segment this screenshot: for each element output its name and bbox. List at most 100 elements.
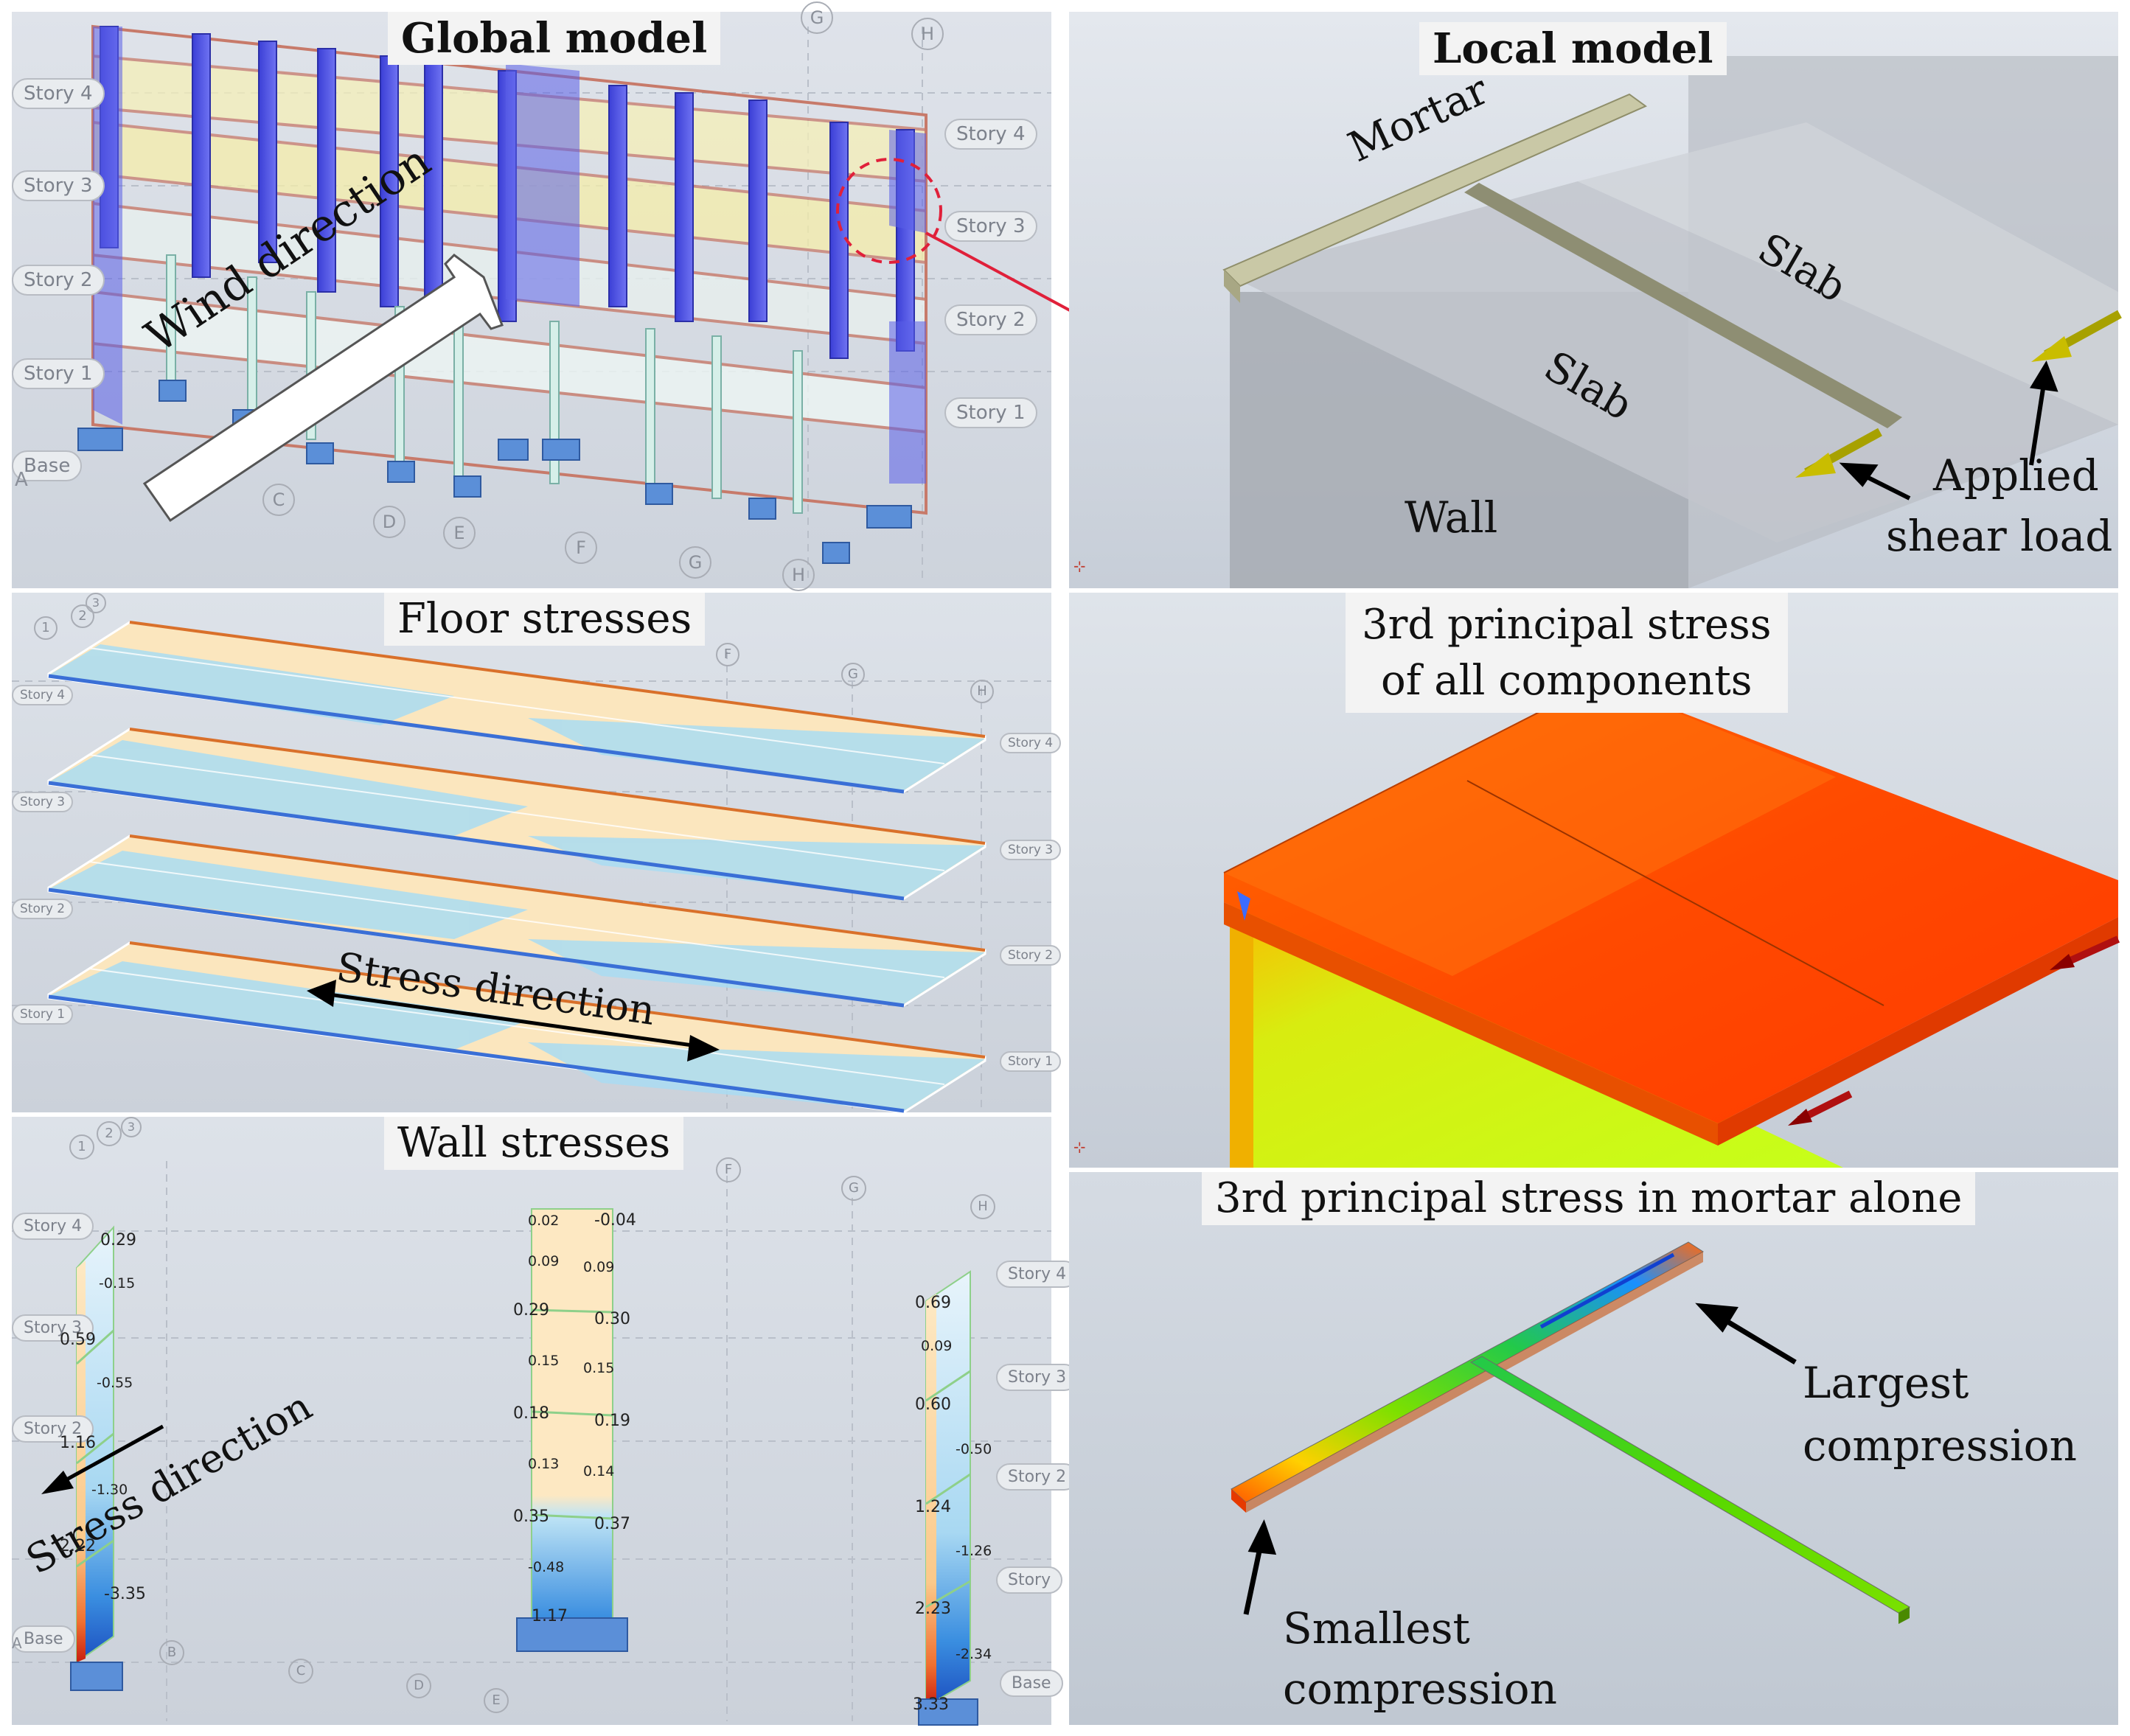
wall-grid-3: 3 [121, 1117, 142, 1137]
wall-right-value-7: 2.23 [915, 1600, 951, 1618]
local-model-panel: Local model Mortar Slab Slab Wall Applie… [1069, 12, 2122, 588]
principal-stress-all-title-line1: 3rd principal stress [1362, 601, 1772, 649]
floor-grid-f: F [716, 643, 739, 666]
floor-stresses-title: Floor stresses [384, 593, 706, 646]
wall-right-value-3: 0.60 [915, 1395, 951, 1414]
wall-right-value-8: -2.34 [956, 1646, 992, 1662]
floor-story-1-tag-right: Story 1 [1000, 1051, 1062, 1072]
wall-grid-1: 1 [69, 1134, 94, 1160]
wall-story-4-tag-right: Story 4 [996, 1261, 1079, 1288]
wall-left-value-7: 2.22 [60, 1537, 96, 1555]
smallest-label-line1: Smallest [1283, 1603, 1470, 1653]
wall-mid-value-1: 0.02 [528, 1213, 560, 1229]
wall-grid-f: F [716, 1157, 741, 1182]
wall-mid-value-11: 0.13 [528, 1456, 560, 1472]
floor-story-4-tag: Story 4 [12, 685, 74, 705]
wall-story-3-tag-right: Story 3 [996, 1364, 1079, 1391]
grid-c-bubble: C [262, 484, 295, 516]
grid-h-bubble: H [782, 559, 815, 591]
applied-label: Applied [1933, 450, 2099, 501]
wall-left-value-3: 0.59 [60, 1331, 96, 1349]
wall-mid-value-5: 0.29 [513, 1301, 549, 1320]
shear-load-arrow-2 [2031, 310, 2122, 362]
story-3-tag: Story 3 [12, 170, 105, 201]
wall-stresses-title: Wall stresses [384, 1117, 684, 1171]
wall-left-value-2: -0.15 [99, 1275, 136, 1291]
grid-e-bubble: E [443, 517, 476, 549]
wall-grid-a: A [12, 1634, 22, 1652]
wall-right-value-4: -0.50 [956, 1441, 992, 1457]
floor-grid-h: H [970, 680, 994, 703]
floor-grid-g: G [841, 663, 865, 686]
wall-left-value-8: -3.35 [104, 1585, 146, 1603]
grid-f-bubble: F [565, 531, 597, 564]
wall-label: Wall [1405, 492, 1498, 543]
story-4-tag: Story 4 [12, 78, 105, 109]
local-model-title: Local model [1419, 22, 1727, 76]
global-model-panel: Global model Wind direction Story 4 Stor… [12, 1, 1118, 591]
story-3-tag-right: Story 3 [944, 211, 1037, 242]
wall-right-value-9: 3.33 [913, 1695, 949, 1714]
floor-story-4-tag-right: Story 4 [1000, 733, 1062, 753]
local-model-drawing [1222, 56, 2122, 588]
smallest-label-line2: compression [1283, 1664, 1557, 1714]
wall-mid-value-8: 0.15 [583, 1360, 615, 1376]
principal-stress-all-title-line2: of all components [1380, 656, 1753, 705]
floor-story-2-tag: Story 2 [12, 899, 74, 919]
wall-story-2-tag: Story 2 [12, 1415, 94, 1443]
wall-mid-value-4: 0.09 [583, 1259, 615, 1275]
wall-right-value-2: 0.09 [921, 1338, 953, 1354]
story-1-tag-right: Story 1 [944, 397, 1037, 428]
wall-mid-value-10: 0.19 [594, 1412, 630, 1430]
wall-grid-h: H [970, 1194, 995, 1219]
wall-grid-2: 2 [97, 1121, 122, 1146]
wall-mid-value-13: 0.35 [513, 1507, 549, 1526]
floor-grid-3: 3 [86, 593, 106, 613]
floor-stresses-panel: Floor stresses Stress direction Story 4 … [12, 593, 1062, 1114]
wall-story-1-tag-right: Story [996, 1566, 1063, 1594]
wall-mid-value-3: 0.09 [528, 1253, 560, 1269]
principal-stress-all-title: 3rd principal stress of all components [1346, 593, 1788, 714]
grid-g-bubble: G [679, 546, 711, 579]
grid-a-label: A [15, 469, 28, 491]
wall-mid-value-12: 0.14 [583, 1463, 615, 1479]
wall-right-value-6: -1.26 [956, 1543, 992, 1559]
wall-mid-value-14: 0.37 [594, 1515, 630, 1533]
floor-story-1-tag: Story 1 [12, 1004, 74, 1025]
wall-grid-g: G [841, 1176, 866, 1201]
wall-left-value-5: 1.16 [60, 1434, 96, 1452]
floor-stresses-drawing [12, 621, 1051, 1114]
grid-d-bubble: D [373, 506, 406, 538]
global-model-drawing [12, 24, 1118, 579]
wall-left-value-1: 0.29 [100, 1231, 136, 1249]
floor-story-3-tag: Story 3 [12, 792, 74, 812]
largest-label-line1: Largest [1803, 1358, 1969, 1408]
story-2-tag: Story 2 [12, 265, 105, 296]
mortar-alone-title: 3rd principal stress in mortar alone [1202, 1172, 1976, 1226]
shear-load-arrow-1 [1795, 428, 1882, 478]
grid-h-top-bubble: H [911, 18, 944, 50]
story-1-tag: Story 1 [12, 358, 105, 389]
story-2-tag-right: Story 2 [944, 304, 1037, 335]
wall-base-tag-right: Base [1000, 1670, 1063, 1697]
mortar-alone-panel: 3rd principal stress in mortar alone Lar… [1069, 1172, 2118, 1725]
floor-grid-1: 1 [34, 616, 58, 640]
floor-story-3-tag-right: Story 3 [1000, 840, 1062, 860]
wall-mid-value-7: 0.15 [528, 1353, 560, 1369]
mortar-alone-drawing [1231, 1241, 1911, 1624]
axis-triad-icon: ⊹ [1073, 557, 1086, 575]
wall-grid-d: D [406, 1673, 431, 1698]
wall-story-3-tag: Story 3 [12, 1314, 94, 1342]
shear-load-label: shear load [1886, 511, 2113, 561]
base-tag: Base [12, 450, 83, 481]
floor-stress-arrow [307, 980, 720, 1062]
principal-stress-all-panel: 3rd principal stress of all components ⊹ [1069, 593, 2120, 1168]
wall-mid-value-16: 1.17 [532, 1607, 568, 1625]
global-model-title: Global model [388, 12, 721, 66]
wall-stresses-panel: Wall stresses Stress direction Story 4 S… [12, 1117, 1079, 1726]
largest-label-line2: compression [1803, 1420, 2077, 1471]
wall-left-value-6: -1.30 [91, 1482, 128, 1498]
floor-story-2-tag-right: Story 2 [1000, 945, 1062, 966]
wall-story-4-tag: Story 4 [12, 1213, 94, 1240]
principal-stress-all-drawing [1223, 680, 2120, 1168]
